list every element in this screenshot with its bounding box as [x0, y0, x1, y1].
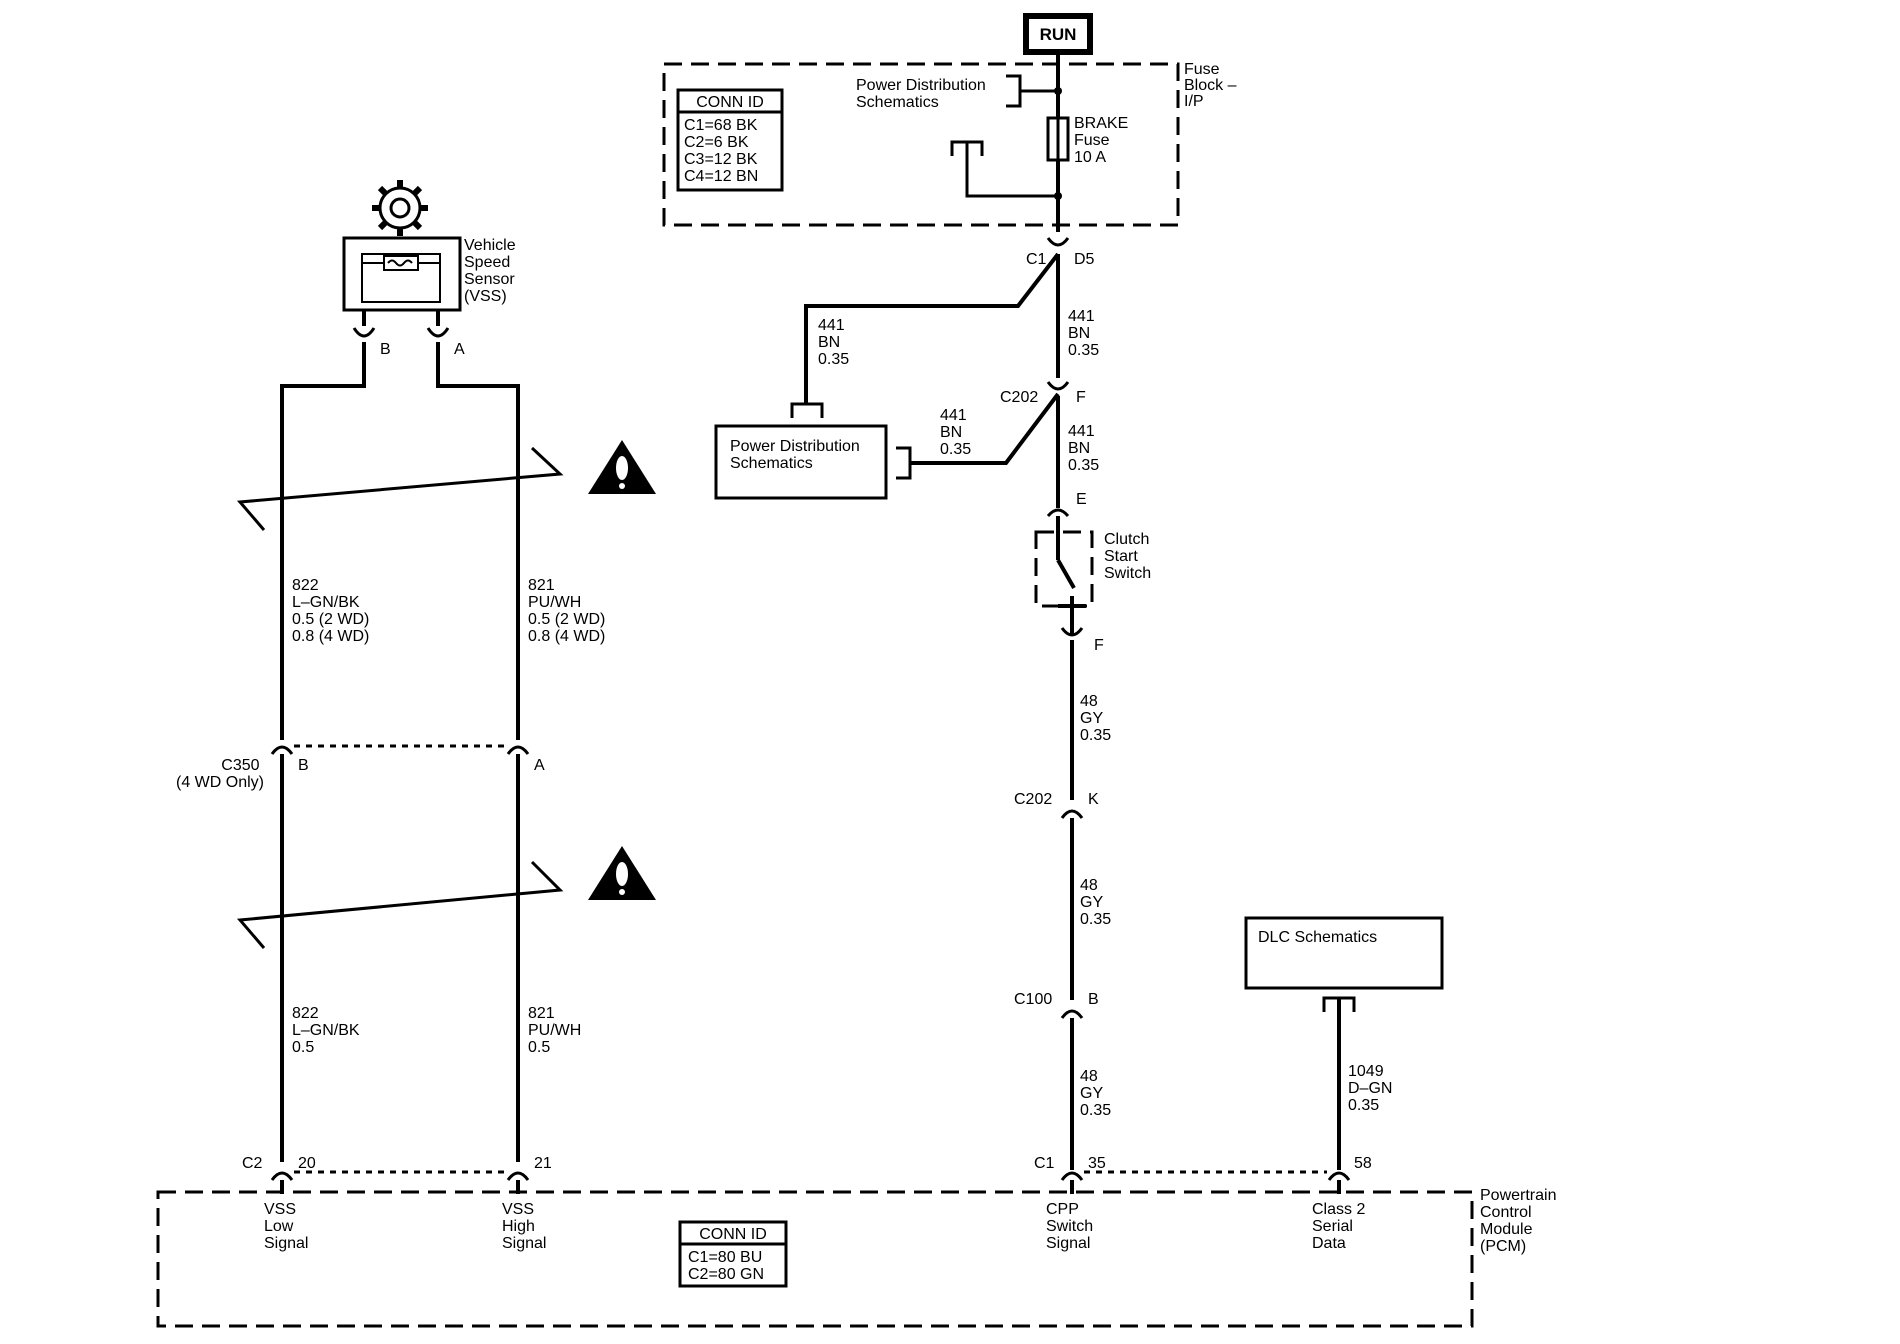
pin-e: E [1076, 491, 1087, 508]
wire-441-b-label: 441 BN 0.35 [1068, 423, 1099, 474]
pcm-connector-c2: C2 [242, 1155, 263, 1172]
fuse-block-ip: Fuse Block – I/P CONN ID C1=68 BK C2=6 B… [662, 52, 1241, 232]
pin-f-switch: F [1094, 637, 1104, 654]
power-distribution-box: Power Distribution Schematics [714, 424, 888, 500]
connector-c350: C350 (4 WD Only) [176, 757, 264, 791]
c350-pin-b: B [298, 757, 309, 774]
wire-822-top-label: 822 L–GN/BK 0.5 (2 WD) 0.8 (4 WD) [292, 577, 374, 645]
pcm-connector-c1: C1 [1034, 1155, 1055, 1172]
wire-822-bottom-label: 822 L–GN/BK 0.5 [292, 1005, 364, 1056]
pcm-vss-low-signal: VSS Low Signal [264, 1201, 308, 1252]
connector-c202-bottom: C202 [1014, 791, 1052, 808]
wire-48-c-label: 48 GY 0.35 [1080, 1068, 1111, 1119]
vss-pin-b: B [380, 341, 391, 358]
wire-441-left-label: 441 BN 0.35 [818, 317, 849, 368]
pcm-pin-21: 21 [534, 1155, 552, 1172]
wire-821-top-label: 821 PU/WH 0.5 (2 WD) 0.8 (4 WD) [528, 577, 610, 645]
pin-k: K [1088, 791, 1099, 808]
pcm-pin-58: 58 [1354, 1155, 1372, 1172]
wire-1049-label: 1049 D–GN 0.35 [1348, 1063, 1397, 1114]
dlc-schematics-box: DLC Schematics [1244, 916, 1444, 990]
svg-text:Power Distribution Schem: Power Distribution Schematics [730, 438, 864, 472]
fuse-block-pd-ref: Power Distribution Schematics [856, 77, 990, 111]
wire-821-bottom-label: 821 PU/WH 0.5 [528, 1005, 586, 1056]
pcm-conn-id-table: CONN ID C1=80 BU C2=80 GN [678, 1220, 788, 1288]
fuse-block-label: Fuse Block – I/P [1184, 61, 1241, 110]
svg-text:C1=80 BU C2=80 GN: C1=80 BU C2=80 GN [688, 1249, 767, 1283]
run-power-source: RUN [1023, 13, 1093, 55]
pin-f-top: F [1076, 389, 1086, 406]
vehicle-speed-sensor: Vehicle Speed Sensor (VSS) [342, 180, 520, 312]
c350-pin-a: A [534, 757, 545, 774]
wire-441-pd2-label: 441 BN 0.35 [940, 407, 971, 458]
warning-icon [588, 440, 656, 494]
conn-id-title: CONN ID [696, 94, 764, 111]
vss-label: Vehicle Speed Sensor (VSS) [464, 237, 520, 305]
pcm-class2-serial-data: Class 2 Serial Data [1312, 1201, 1370, 1252]
pcm-cpp-switch-signal: CPP Switch Signal [1046, 1201, 1098, 1252]
powertrain-control-module: Powertrain Control Module (PCM) VSS Low … [156, 1187, 1561, 1328]
svg-text:DLC Schematics: DLC Schematics [1258, 929, 1377, 946]
clutch-switch-label: Clutch Start Switch [1104, 531, 1154, 582]
brake-fuse-label: BRAKE Fuse 10 A [1074, 115, 1133, 166]
fuse-block-conn-id-table: CONN ID C1=68 BK C2=6 BK C3=12 BK C4=12 … [676, 88, 784, 192]
pin-d5: D5 [1074, 251, 1095, 268]
pcm-label: Powertrain Control Module (PCM) [1480, 1187, 1561, 1255]
wire-48-b-label: 48 GY 0.35 [1080, 877, 1111, 928]
run-label: RUN [1040, 25, 1077, 44]
pcm-pin-20: 20 [298, 1155, 316, 1172]
warning-icon [588, 846, 656, 900]
pcm-vss-high-signal: VSS High Signal [502, 1201, 546, 1252]
clutch-start-switch: Clutch Start Switch [1034, 516, 1154, 636]
connector-c100: C100 [1014, 991, 1052, 1008]
vss-pin-a: A [454, 341, 465, 358]
connector-c202-top: C202 [1000, 389, 1038, 406]
wire-441-a-label: 441 BN 0.35 [1068, 308, 1099, 359]
gear-icon [372, 180, 428, 236]
wire-48-a-label: 48 GY 0.35 [1080, 693, 1111, 744]
pcm-pin-35: 35 [1088, 1155, 1106, 1172]
svg-text:CONN ID: CONN ID [699, 1226, 767, 1243]
conn-id-list: C1=68 BK C2=6 BK C3=12 BK C4=12 BN [684, 117, 762, 185]
connector-c1-top: C1 [1026, 251, 1047, 268]
pin-b-c100: B [1088, 991, 1099, 1008]
